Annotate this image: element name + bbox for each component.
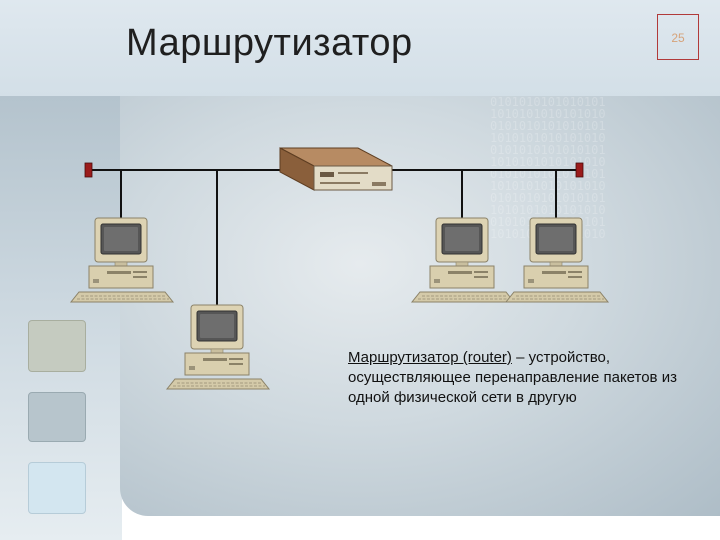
decor-tile-2 [28,392,86,442]
router-icon [279,147,393,191]
slide-number: 25 [657,14,699,60]
slide-title: Маршрутизатор [126,22,413,64]
computer-icon-4 [505,217,609,303]
decor-tile-1 [28,320,86,372]
caption-term: Маршрутизатор (router) [348,349,512,366]
left-terminator [84,162,93,178]
caption-text: Маршрутизатор (router) – устройство, осу… [348,348,678,408]
computer-icon-1 [70,217,174,303]
computer-icon-3 [411,217,515,303]
decor-tile-3 [28,462,86,514]
right-terminator [575,162,584,178]
caption-definition: – устройство, осуществляющее перенаправл… [348,349,677,406]
computer-icon-2 [166,304,270,390]
header-band [0,0,720,96]
